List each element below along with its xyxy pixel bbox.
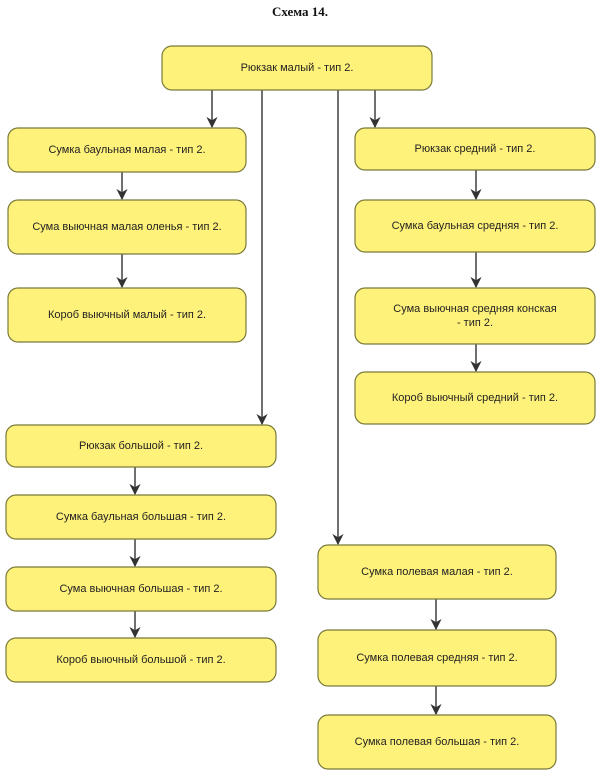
node-n7: Короб выючный средний - тип 2. <box>354 371 596 425</box>
node-box <box>317 714 557 770</box>
node-n9: Сумка баульная большая - тип 2. <box>5 494 277 540</box>
node-n2: Сума выючная малая оленья - тип 2. <box>7 199 247 255</box>
node-label: Сумка полевая средняя - тип 2. <box>356 652 517 664</box>
node-box <box>354 287 596 345</box>
node-box <box>5 494 277 540</box>
node-box <box>354 199 596 253</box>
node-label: Рюкзак средний - тип 2. <box>415 143 536 155</box>
node-box <box>5 637 277 683</box>
node-box <box>7 287 247 343</box>
node-n0: Рюкзак малый - тип 2. <box>161 45 433 91</box>
node-label: Короб выючный средний - тип 2. <box>392 392 558 404</box>
node-label: Сума выючная большая - тип 2. <box>59 583 222 595</box>
node-box <box>5 566 277 612</box>
node-box <box>161 45 433 91</box>
node-n6: Сума выючная средняя конская - тип 2. <box>354 287 596 345</box>
node-box <box>7 199 247 255</box>
node-n13: Сумка полевая средняя - тип 2. <box>317 629 557 687</box>
node-n11: Короб выючный большой - тип 2. <box>5 637 277 683</box>
node-label: Сумка полевая малая - тип 2. <box>361 566 513 578</box>
node-label: Сума выючная средняя конская <box>393 303 557 315</box>
node-label: Короб выючный большой - тип 2. <box>56 654 225 666</box>
node-label: - тип 2. <box>457 317 493 329</box>
node-box <box>317 629 557 687</box>
node-label: Сумка баульная большая - тип 2. <box>56 511 226 523</box>
diagram-title: Схема 14. <box>271 4 329 19</box>
node-box <box>317 544 557 600</box>
node-label: Рюкзак большой - тип 2. <box>79 440 203 452</box>
node-label: Сума выючная малая оленья - тип 2. <box>32 221 221 233</box>
node-n10: Сума выючная большая - тип 2. <box>5 566 277 612</box>
node-label: Сумка полевая большая - тип 2. <box>355 736 520 748</box>
node-label: Сумка баульная средняя - тип 2. <box>392 220 559 232</box>
node-n12: Сумка полевая малая - тип 2. <box>317 544 557 600</box>
node-n5: Сумка баульная средняя - тип 2. <box>354 199 596 253</box>
node-box <box>5 424 277 468</box>
node-label: Рюкзак малый - тип 2. <box>241 62 354 74</box>
node-n14: Сумка полевая большая - тип 2. <box>317 714 557 770</box>
node-box <box>354 371 596 425</box>
node-label: Короб выючный малый - тип 2. <box>48 309 206 321</box>
node-box <box>354 127 596 171</box>
node-n8: Рюкзак большой - тип 2. <box>5 424 277 468</box>
node-box <box>7 127 247 173</box>
node-n1: Сумка баульная малая - тип 2. <box>7 127 247 173</box>
node-n4: Рюкзак средний - тип 2. <box>354 127 596 171</box>
node-label: Сумка баульная малая - тип 2. <box>48 144 205 156</box>
node-n3: Короб выючный малый - тип 2. <box>7 287 247 343</box>
